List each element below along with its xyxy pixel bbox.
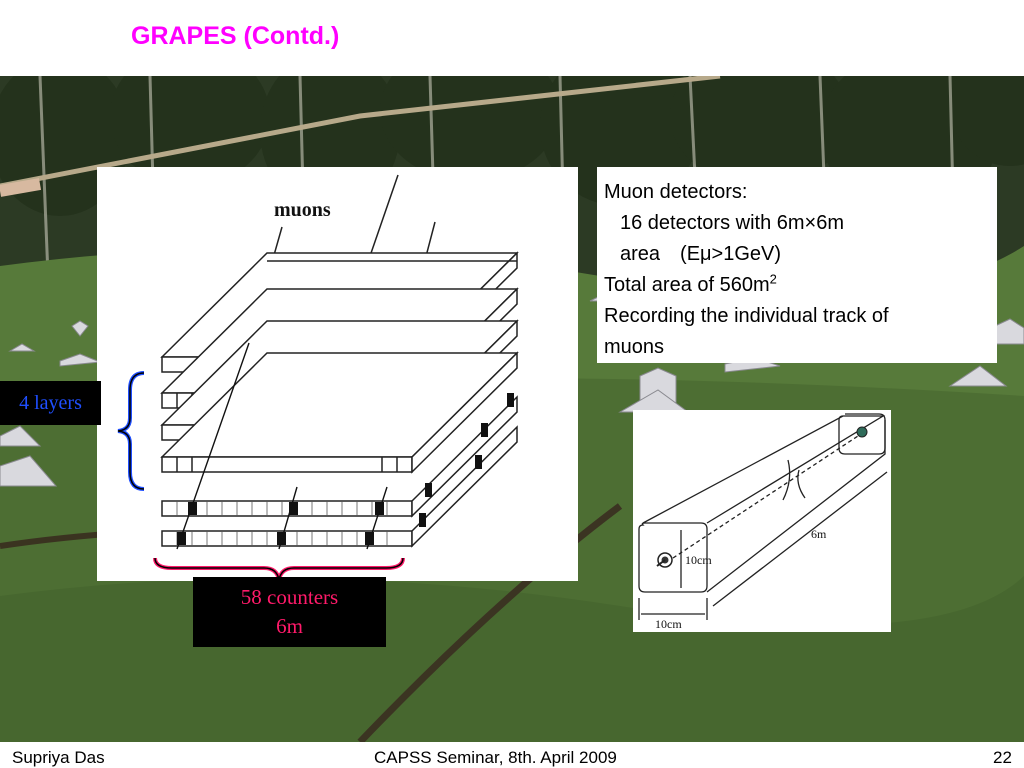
footer-author: Supriya Das <box>12 748 105 767</box>
total-area-superscript: 2 <box>769 271 777 287</box>
muon-stack-drawing: muons <box>160 174 519 550</box>
layers-label: 4 layers <box>0 381 101 425</box>
info-line-detectors: 16 detectors with 6m×6m <box>620 212 844 234</box>
counter-drawing: 6m 10cm 10cm <box>638 413 888 631</box>
counter-diagram: 6m 10cm 10cm <box>633 410 891 632</box>
counters-label-line1: 58 counters <box>240 585 339 609</box>
footer-event: CAPSS Seminar, 8th. April 2009 <box>374 748 617 767</box>
counters-label-line2: 6m <box>276 614 303 638</box>
info-line-recording: Recording the individual track of <box>604 305 889 327</box>
muons-label: muons <box>274 199 331 221</box>
info-heading: Muon detectors: <box>604 181 748 203</box>
counter-length-label: 6m <box>811 527 827 541</box>
layers-brace-icon <box>117 371 145 491</box>
counter-width-label: 10cm <box>655 617 682 631</box>
muon-detector-info: Muon detectors: 16 detectors with 6m×6m … <box>597 167 997 363</box>
info-line-total-area: Total area of 560m2 <box>604 270 997 301</box>
footer: Supriya Das CAPSS Seminar, 8th. April 20… <box>0 748 1024 768</box>
footer-page-number: 22 <box>993 748 1012 767</box>
info-line-muons: muons <box>604 336 665 358</box>
slide-title: GRAPES (Contd.) <box>131 22 340 50</box>
counters-label: 58 counters 6m <box>193 577 386 647</box>
info-line-area: area (Eμ>1GeV) <box>620 243 782 265</box>
counter-height-label: 10cm <box>685 553 712 567</box>
muon-stack-diagram: muons <box>97 167 578 581</box>
total-area-text: Total area of 560m <box>604 274 770 296</box>
